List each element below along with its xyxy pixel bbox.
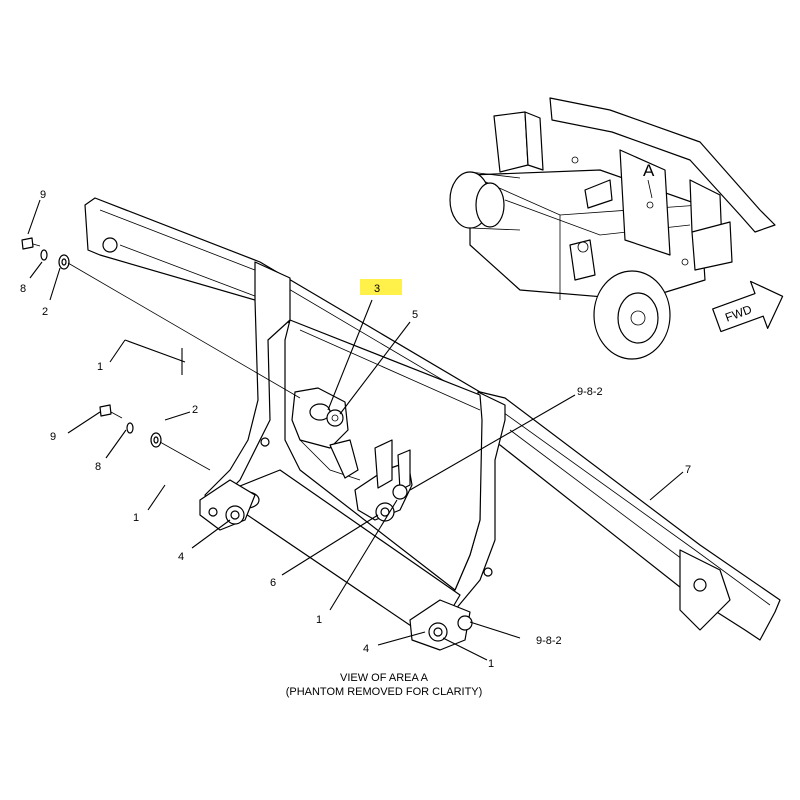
callout-6: 6: [270, 577, 276, 589]
inset-view: A FWD: [449, 97, 784, 360]
callout-1-top: 1: [97, 361, 103, 373]
callout-2-mid: 2: [192, 404, 198, 416]
callout-labels: 9 8 2 1 3 5 9 8 2 1 9-8-2 7 4 6 1 4 9-8-…: [20, 189, 691, 670]
forward-arrow-icon: FWD: [712, 280, 784, 333]
callout-1-bottom: 1: [488, 658, 494, 670]
main-assembly: [21, 197, 781, 651]
callout-9-8-2-top: 9-8-2: [577, 386, 603, 398]
callout-3-highlight: [360, 279, 402, 295]
area-a-label: A: [643, 161, 655, 180]
callout-3: 3: [374, 283, 380, 295]
caption-line-2: (PHANTOM REMOVED FOR CLARITY): [286, 686, 483, 698]
callout-5: 5: [412, 309, 418, 321]
callout-1-center: 1: [316, 614, 322, 626]
caption-line-1: VIEW OF AREA A: [340, 672, 429, 684]
bolt-washer-set-upper: [21, 237, 301, 399]
callout-9-8-2-bottom: 9-8-2: [536, 635, 562, 647]
callout-9-top: 9: [40, 189, 46, 201]
callout-1-mid: 1: [133, 512, 139, 524]
leader-lines: [27, 199, 684, 661]
callout-8-top: 8: [20, 283, 26, 295]
callout-8-mid: 8: [95, 461, 101, 473]
callout-7: 7: [685, 464, 691, 476]
callout-4-left: 4: [178, 551, 184, 563]
callout-9-mid: 9: [50, 431, 56, 443]
view-caption: VIEW OF AREA A (PHANTOM REMOVED FOR CLAR…: [286, 672, 483, 698]
callout-4-bottom: 4: [363, 643, 369, 655]
bolt-washer-set-lower: [99, 404, 211, 471]
callout-2-top: 2: [42, 306, 48, 318]
